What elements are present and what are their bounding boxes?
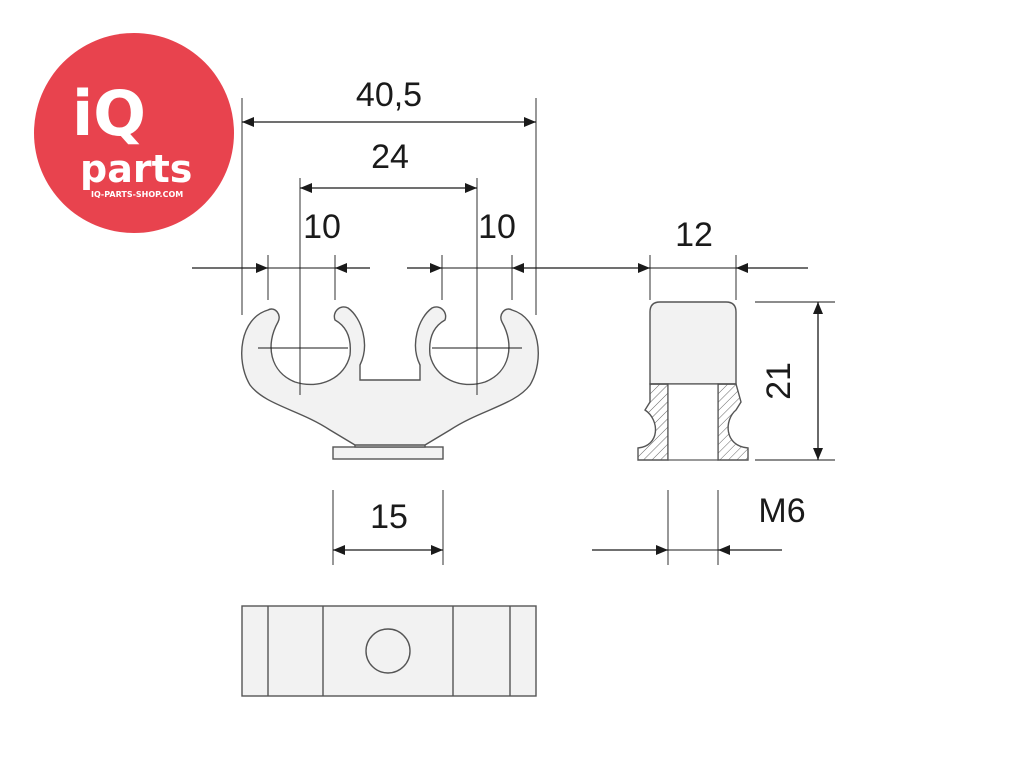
dim-base-width: 15	[370, 498, 408, 536]
logo-circle	[34, 33, 234, 233]
top-view	[241, 605, 537, 697]
dim-total-width: 40,5	[356, 76, 422, 114]
side-dimensions: 12 21 M6	[555, 216, 835, 565]
side-bore	[667, 383, 719, 461]
side-view	[637, 301, 749, 461]
front-clip-body	[241, 306, 539, 446]
front-dimensions: 40,5 24 10 10 15	[192, 76, 555, 565]
dim-right-slot: 10	[478, 208, 516, 246]
logo-brand-parts: parts	[80, 147, 192, 191]
dim-thread: M6	[758, 492, 805, 530]
top-mounting-hole	[365, 628, 411, 674]
top-body	[241, 605, 537, 697]
side-section-right	[717, 383, 749, 461]
side-section-left	[637, 383, 669, 461]
front-view	[241, 300, 539, 460]
logo-brand-iq: iQ	[72, 77, 146, 150]
brand-logo: iQ parts IQ-PARTS-SHOP.COM	[34, 33, 234, 233]
dim-center-distance: 24	[371, 138, 409, 176]
dim-side-width: 12	[675, 216, 713, 254]
side-cap	[649, 301, 737, 385]
dim-left-slot: 10	[303, 208, 341, 246]
dim-height: 21	[760, 362, 798, 400]
logo-url: IQ-PARTS-SHOP.COM	[91, 190, 183, 199]
front-base-plate	[332, 446, 444, 460]
